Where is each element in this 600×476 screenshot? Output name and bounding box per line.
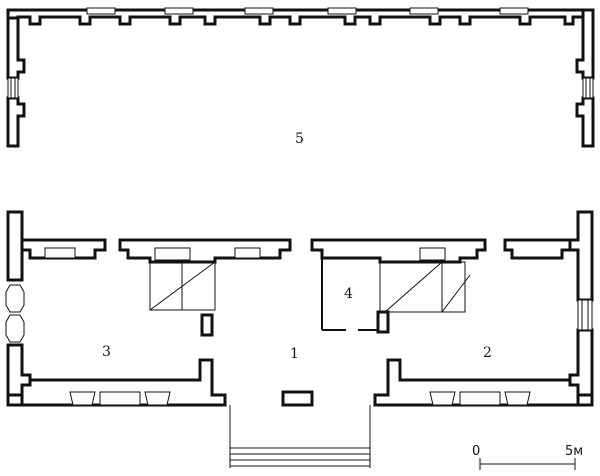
upper-hall-right-window: [582, 77, 594, 99]
lower-top-wall-center-right: [310, 238, 487, 264]
lower-top-wall-right: [503, 238, 572, 260]
upper-hall-top-windows: [86, 7, 529, 15]
staircase-right: [379, 261, 471, 313]
upper-hall: [6, 7, 595, 148]
upper-hall-top-wall: [6, 8, 585, 26]
lower-bottom-windows: [69, 391, 531, 406]
lower-bottom-wall-center: [281, 390, 314, 407]
scale-bar: 0 5м: [472, 444, 583, 470]
lower-right-window: [577, 299, 593, 331]
entrance-steps: [229, 405, 371, 468]
lower-top-wall-center-left: [118, 238, 292, 264]
lower-left-windows: [5, 284, 25, 343]
upper-hall-right-wall: [575, 8, 595, 80]
room-label-3: 3: [102, 344, 111, 360]
room-label-5: 5: [295, 131, 304, 147]
upper-hall-left-window: [7, 77, 19, 99]
upper-hall-right-wall-lower: [575, 96, 595, 148]
room-label-1: 1: [290, 346, 299, 362]
upper-hall-left-wall: [6, 16, 26, 80]
room-4-partition: [321, 258, 390, 334]
lower-right-wall: [568, 210, 594, 302]
scale-start-label: 0: [472, 444, 480, 459]
scale-end-label: 5м: [565, 444, 583, 459]
room-label-2: 2: [483, 345, 492, 361]
upper-hall-left-wall-lower: [6, 96, 26, 148]
staircase-left: [149, 261, 216, 311]
lower-floor: [5, 210, 594, 468]
pillar-left: [200, 313, 214, 337]
room-label-4: 4: [344, 286, 353, 302]
